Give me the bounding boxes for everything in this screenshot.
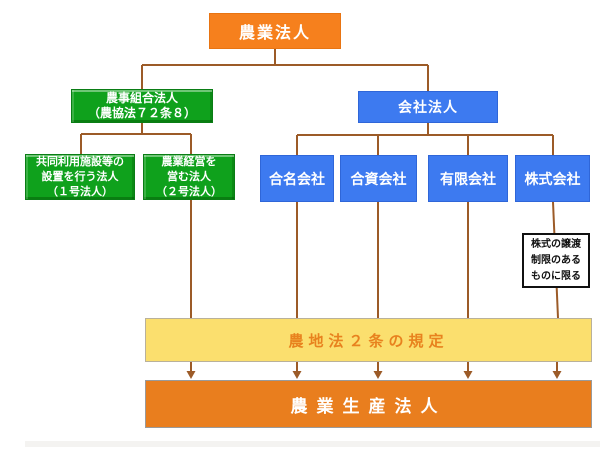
node-type2-corporation: 農業経営を 営む法人 （２号法人） — [143, 154, 235, 200]
node-label-line: 設置を行う法人 — [41, 170, 119, 183]
node-label: 有限会社 — [440, 170, 496, 187]
node-label-line: （１号法人） — [47, 185, 113, 198]
arrowheads — [186, 371, 562, 379]
note-share-transfer-restriction: 株式の譲渡 制限のある ものに限る — [522, 233, 590, 288]
node-label-line: （２号法人） — [156, 185, 222, 198]
node-label-line: 農業経営を — [161, 155, 217, 168]
node-type1-corporation: 共同利用施設等の 設置を行う法人 （１号法人） — [25, 154, 135, 200]
band-label: 農業生産法人 — [290, 396, 447, 416]
node-label-line: （農協法７２条８） — [87, 106, 196, 120]
node-label-line: 共同利用施設等の — [36, 155, 124, 168]
node-label-line: 営む法人 — [167, 170, 211, 183]
band-farmland-law-article2: 農地法２条の規定 — [145, 318, 592, 362]
node-label: 合資会社 — [350, 170, 407, 187]
note-line: ものに限る — [531, 270, 581, 282]
note-line: 制限のある — [531, 254, 581, 266]
node-label: 合名会社 — [269, 170, 325, 187]
node-label: 会社法人 — [398, 99, 458, 115]
node-agricultural-corporation: 農業法人 — [209, 13, 341, 49]
band-label: 農地法２条の規定 — [288, 332, 449, 350]
band-agricultural-production-corporation: 農業生産法人 — [145, 380, 592, 428]
node-limited-partnership-company: 合資会社 — [340, 155, 417, 202]
node-stock-company: 株式会社 — [515, 155, 590, 202]
note-line: 株式の譲渡 — [531, 238, 581, 250]
node-limited-company: 有限会社 — [428, 155, 508, 202]
node-company-corporation: 会社法人 — [358, 91, 498, 123]
node-label-line: 農事組合法人 — [105, 91, 178, 105]
node-label: 農業法人 — [238, 25, 311, 42]
bottom-shadow-strip — [25, 441, 600, 447]
node-label: 株式会社 — [524, 170, 581, 187]
node-general-partnership-company: 合名会社 — [260, 155, 334, 202]
node-agricultural-cooperative-corporation: 農事組合法人 （農協法７２条８） — [71, 89, 213, 123]
